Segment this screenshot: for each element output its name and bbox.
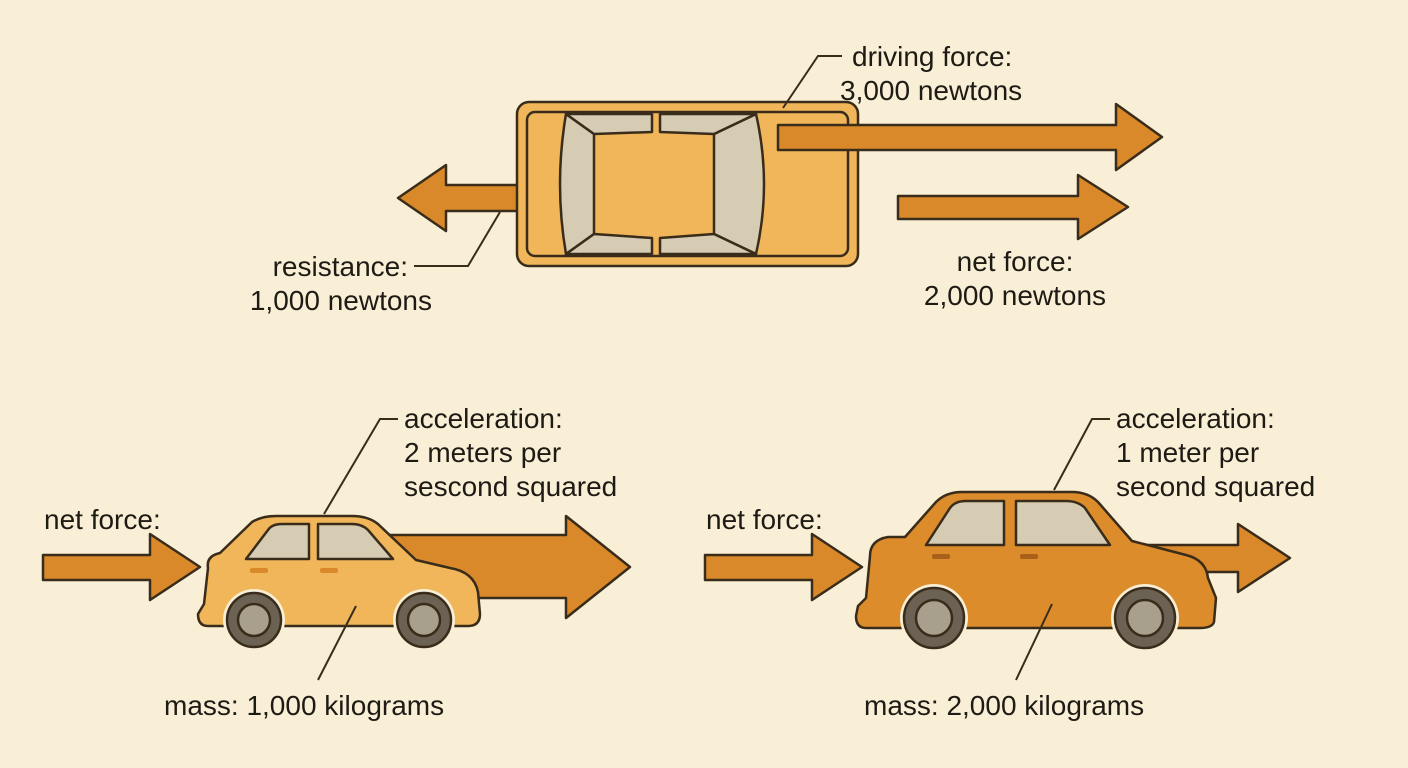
resistance-arrow [396,163,532,233]
top-net-force-arrow [896,173,1130,241]
right-mass-leader [1015,603,1053,681]
driving-force-label: driving force: 3,000 newtons [840,40,1022,108]
right-mass-label: mass: 2,000 kilograms [864,690,1145,721]
left-mass-label: mass: 1,000 kilograms [164,690,445,721]
resistance-value: 1,000 newtons [249,285,432,316]
right-acceleration-unit: second squared [1116,471,1316,502]
driving-force-value: 3,000 newtons [840,75,1023,106]
top-net-force-value: 2,000 newtons [923,280,1107,311]
dark-car-rear-window [924,499,1006,547]
left-mass-leader [317,605,357,681]
light-car-front-window [316,522,395,561]
light-car-rear-wheel [223,589,285,651]
light-car [196,514,482,651]
top-car-front-window [712,112,766,256]
dark-car-front-window [1014,499,1112,547]
resistance-leader [414,211,501,267]
left-acceleration-title: acceleration: [404,403,563,434]
left-net-force-arrow [41,532,202,602]
right-acceleration-leader [1053,418,1110,491]
driving-force-leader [782,55,842,109]
light-car-rear-window [244,522,311,561]
left-acceleration-value: 2 meters per [404,437,562,468]
driving-force-title: driving force: [852,41,1013,72]
dark-car-rear-wheel [900,584,968,652]
right-acceleration-value: 1 meter per [1116,437,1260,468]
right-acceleration-title: acceleration: [1116,403,1275,434]
right-net-force-label: net force: [706,504,823,535]
top-car-rear-window [558,112,596,256]
top-net-force-label: net force: 2,000 newtons [890,245,1140,313]
left-acceleration-unit: sescond squared [404,471,618,502]
right-net-force-arrow [703,532,864,602]
left-acceleration-leader [323,418,398,515]
dark-car [854,490,1218,652]
driving-force-arrow [776,102,1164,172]
left-acceleration-label: acceleration: 2 meters per sescond squar… [404,402,617,504]
resistance-title: resistance: [272,251,408,282]
top-view-car [515,100,860,268]
light-car-front-wheel [393,589,455,651]
dark-car-front-wheel [1111,584,1179,652]
right-acceleration-label: acceleration: 1 meter per second squared [1116,402,1315,504]
resistance-label: resistance: 1,000 newtons [200,250,432,318]
left-net-force-label: net force: [44,504,161,535]
top-net-force-title: net force: [956,246,1074,277]
